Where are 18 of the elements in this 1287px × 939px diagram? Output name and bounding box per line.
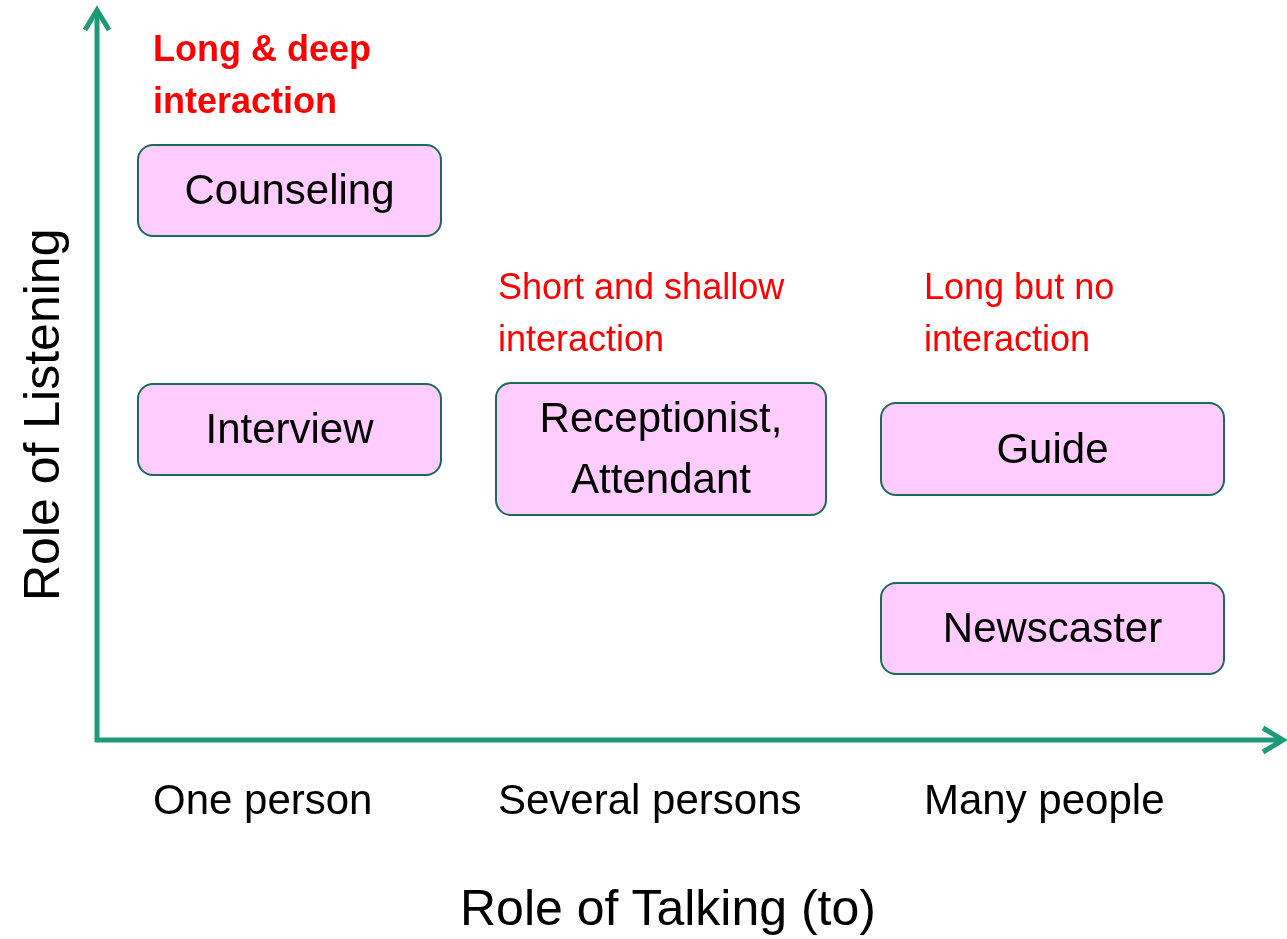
- role-box: [880, 582, 1225, 675]
- y-axis-title: Role of Listening: [13, 227, 71, 604]
- x-tick-label: Many people: [924, 775, 1166, 825]
- x-tick-label: Several persons: [498, 775, 803, 825]
- annotation-note: Short and shallow interaction: [498, 265, 786, 362]
- box-label: Interview: [205, 404, 374, 455]
- annotation-note: Long & deep interaction: [153, 27, 372, 124]
- x-axis-title: Role of Talking (to): [460, 879, 877, 938]
- box-label: Receptionist, Attendant: [538, 393, 784, 504]
- annotation-note: Long but no interaction: [924, 265, 1116, 362]
- role-box: [137, 144, 442, 237]
- box-label: Newscaster: [942, 603, 1163, 654]
- role-box: [880, 402, 1225, 496]
- role-box: [137, 383, 442, 476]
- x-tick-label: One person: [153, 775, 374, 825]
- box-label: Guide: [996, 423, 1109, 474]
- box-label: Counseling: [184, 165, 395, 216]
- role-box: [495, 382, 827, 516]
